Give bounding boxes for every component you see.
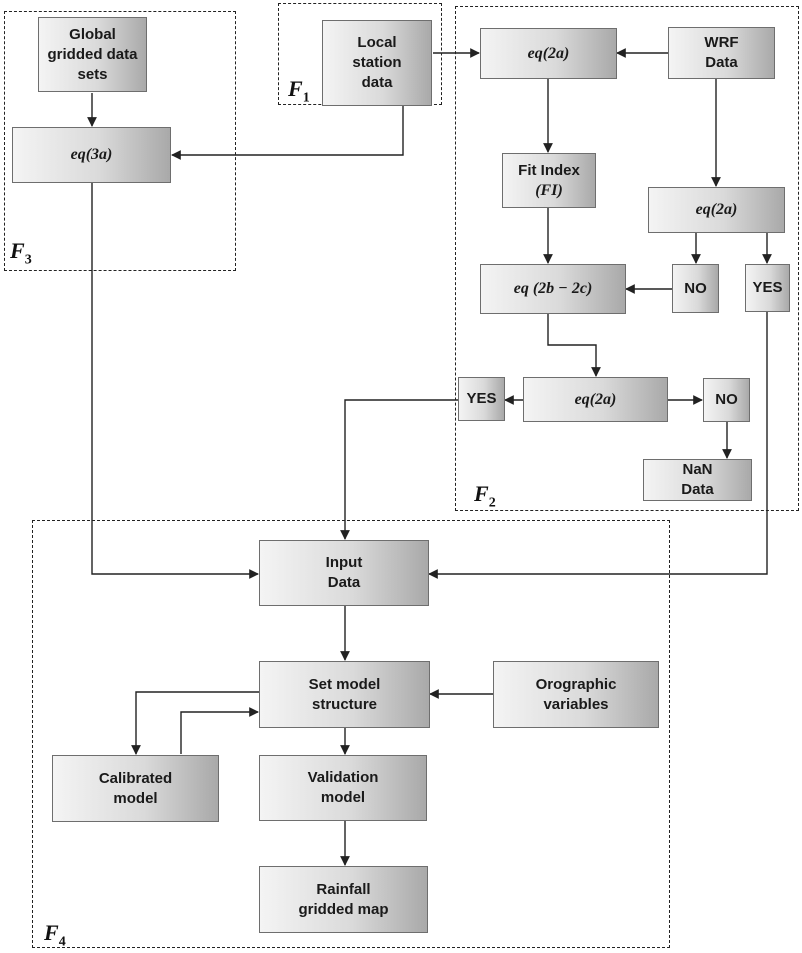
fit-index-node: Fit Index (FI) (502, 153, 596, 208)
yes-right-node: YES (745, 264, 790, 312)
no-right-node: NO (672, 264, 719, 313)
frame-f2 (455, 6, 799, 511)
eq2a-mid-node: eq(2a) (523, 377, 668, 422)
arrow-yes-right-to-input (428, 312, 768, 579)
local-station-line-2: station (352, 54, 402, 71)
wrf-data-node: WRF Data (668, 27, 775, 79)
orographic-line-2: variables (543, 695, 609, 713)
set-model-line-1: Set model (308, 675, 381, 693)
frame-label-f4: F4 (44, 920, 66, 950)
rainfall-line-2: gridded map (298, 900, 389, 918)
arrow-yes-to-input (340, 399, 458, 540)
fit-index-line-1: Fit Index (518, 161, 580, 179)
local-station-data-node: Local station data (322, 20, 432, 106)
frame-f3 (4, 11, 236, 271)
nan-data-node: NaN Data (643, 459, 752, 501)
eq3a-label: eq(3a) (70, 146, 113, 163)
set-model-structure-node: Set model structure (259, 661, 430, 728)
global-gridded-data-node: Global gridded data sets (38, 17, 147, 92)
validation-line-2: model (320, 789, 366, 806)
rainfall-gridded-map-node: Rainfall gridded map (259, 866, 428, 933)
set-model-line-2: structure (311, 695, 378, 713)
eq2a-top-node: eq(2a) (480, 28, 617, 79)
rainfall-line-1: Rainfall (316, 880, 371, 898)
no-right-label: NO (684, 279, 707, 297)
eq2a-right-label: eq(2a) (695, 201, 738, 218)
no-mid-node: NO (703, 378, 750, 422)
arrow-eq2b2c-to-eq2a-mid (547, 314, 601, 377)
arrow-calibrated-to-setmodel (180, 707, 259, 754)
frame-f4 (32, 520, 670, 948)
validation-line-1: Validation (307, 769, 379, 786)
yes-right-label: YES (752, 279, 783, 296)
eq3a-node: eq(3a) (12, 127, 171, 183)
local-station-line-3: data (361, 74, 393, 91)
frame-label-f1: F1 (288, 76, 310, 106)
eq2b2c-label: eq (2b − 2c) (513, 280, 593, 297)
eq2a-right-node: eq(2a) (648, 187, 785, 233)
input-data-node: Input Data (259, 540, 429, 606)
wrf-line-1: WRF (704, 34, 739, 51)
validation-model-node: Validation model (259, 755, 427, 821)
frame-label-f2: F2 (474, 481, 496, 511)
orographic-line-1: Orographic (535, 675, 617, 693)
yes-left-label: YES (466, 390, 497, 407)
eq2b2c-node: eq (2b − 2c) (480, 264, 626, 314)
orographic-variables-node: Orographic variables (493, 661, 659, 728)
global-gridded-line-1: Global (69, 25, 116, 43)
eq2a-top-label: eq(2a) (527, 44, 570, 62)
calibrated-line-1: Calibrated (98, 769, 173, 787)
local-station-line-1: Local (357, 34, 397, 51)
calibrated-line-2: model (113, 789, 158, 807)
no-mid-label: NO (715, 391, 738, 408)
eq2a-mid-label: eq(2a) (574, 390, 617, 408)
nan-line-2: Data (681, 481, 714, 498)
arrow-eq3a-to-input (91, 183, 259, 579)
arrow-local-to-eq3a (171, 106, 404, 160)
arrow-setmodel-to-calibrated (131, 691, 260, 755)
fit-index-line-2: (FI) (535, 181, 563, 199)
calibrated-model-node: Calibrated model (52, 755, 219, 822)
nan-line-1: NaN (682, 461, 713, 478)
frame-label-f3: F3 (10, 238, 32, 268)
yes-left-node: YES (458, 377, 505, 421)
global-gridded-line-2: gridded data (47, 45, 138, 63)
input-line-2: Data (327, 574, 361, 591)
wrf-line-2: Data (705, 54, 738, 71)
input-line-1: Input (325, 554, 363, 571)
global-gridded-line-3: sets (77, 65, 108, 83)
